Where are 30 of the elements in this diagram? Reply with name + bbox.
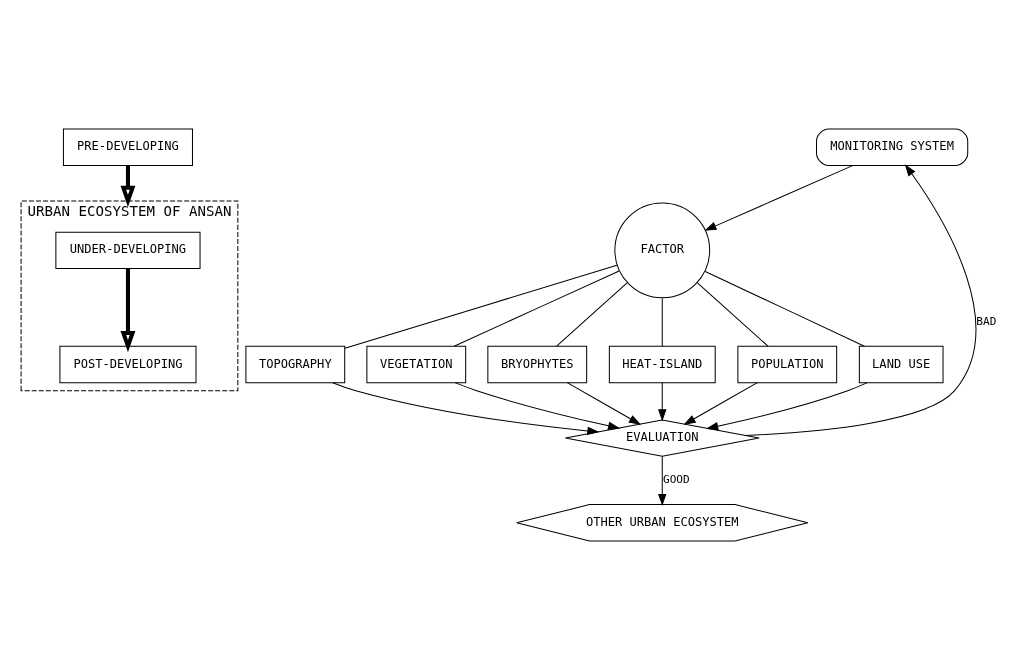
arrow [331, 382, 599, 436]
arrow [703, 164, 854, 231]
node-box: BRYOPHYTES [486, 345, 587, 384]
edge-label: GOOD [662, 473, 690, 487]
connector [696, 282, 768, 347]
connector [704, 271, 865, 347]
node-circle: FACTOR [613, 202, 710, 299]
node-box: VEGETATION [365, 345, 466, 384]
node-box: PRE-DEVELOPING [62, 128, 193, 166]
arrow [744, 164, 976, 436]
arrow [683, 382, 758, 425]
node-box: MONITORING SYSTEM [815, 128, 968, 166]
connector [555, 282, 628, 347]
node-box: POPULATION [736, 345, 837, 384]
arrow [657, 456, 666, 507]
node-box: POST-DEVELOPING [58, 345, 196, 384]
connector [343, 264, 617, 349]
arrow [454, 382, 620, 430]
arrow [120, 165, 135, 207]
node-box: HEAT-ISLAND [608, 345, 716, 384]
edge-label: BAD [975, 314, 996, 328]
arrow [566, 382, 641, 425]
node-box: UNDER-DEVELOPING [54, 231, 201, 269]
node-box: TOPOGRAPHY [244, 345, 345, 384]
connector [453, 270, 620, 347]
arrow [705, 382, 868, 431]
node-box: LAND USE [858, 345, 944, 384]
arrow [120, 268, 135, 353]
arrow [657, 382, 666, 422]
connector [661, 297, 663, 347]
